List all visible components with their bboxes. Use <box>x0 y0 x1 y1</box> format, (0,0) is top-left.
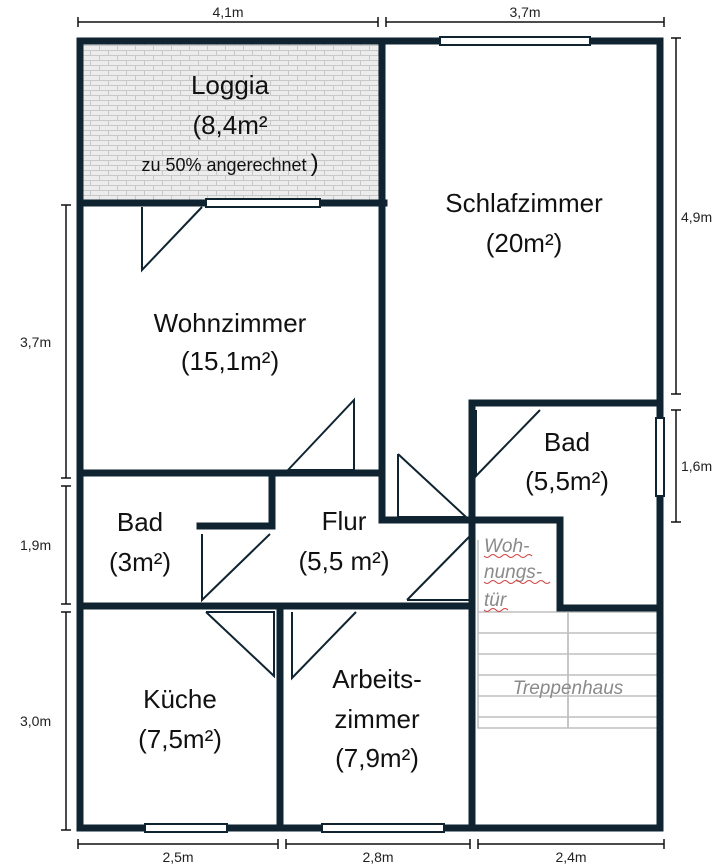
loggia-floor <box>80 41 380 203</box>
doors <box>141 206 541 681</box>
bad-right-area: (5,5m²) <box>525 466 609 496</box>
kueche-area: (7,5m²) <box>138 724 222 754</box>
dim-top-left: 4,1m <box>212 4 243 20</box>
door-bad-right <box>475 409 541 479</box>
dimension-lines <box>61 17 681 849</box>
wohnungstuer-line1: Woh- <box>484 536 529 557</box>
bad-left-name: Bad <box>117 507 163 537</box>
bad-left-area: (3m²) <box>109 547 171 577</box>
door-kueche <box>205 611 275 679</box>
door-schlafzimmer-flur <box>397 453 469 518</box>
arbeitszimmer-area: (7,9m²) <box>335 743 419 773</box>
door-wohnzimmer <box>287 397 355 471</box>
schlafzimmer-name: Schlafzimmer <box>445 188 603 218</box>
bad-right-name: Bad <box>544 427 590 457</box>
loggia-note: zu 50% angerechnet) <box>141 150 318 177</box>
wohnzimmer-area: (15,1m²) <box>181 346 279 376</box>
dim-right-lower: 1,6m <box>681 458 712 474</box>
door-loggia <box>141 206 203 273</box>
window-bad-right <box>655 417 665 497</box>
treppenhaus-label: Treppenhaus <box>513 678 624 699</box>
wohnungstuer-line3: tür <box>484 590 507 611</box>
arbeitszimmer-name-2: zimmer <box>334 704 420 734</box>
window-arbeitszimmer <box>321 823 445 833</box>
schlafzimmer-area: (20m²) <box>486 228 563 258</box>
dim-left-upper: 3,7m <box>20 334 51 350</box>
dim-left-lower: 3,0m <box>20 713 51 729</box>
dim-left-middle: 1,9m <box>20 537 51 553</box>
spellcheck-underline <box>483 554 551 612</box>
flur-area: (5,5 m²) <box>299 546 390 576</box>
loggia-area: (8,4m² <box>192 110 267 140</box>
window-wohnzimmer <box>205 198 321 208</box>
dim-bottom-left: 2,5m <box>162 849 193 865</box>
flur-name: Flur <box>322 506 367 536</box>
staircase <box>477 540 659 729</box>
wohnzimmer-name: Wohnzimmer <box>154 308 307 338</box>
dim-bottom-middle: 2,8m <box>362 849 393 865</box>
dim-bottom-right: 2,4m <box>555 849 586 865</box>
loggia-note-text: zu 50% angerechnet <box>141 155 306 175</box>
kueche-name: Küche <box>143 684 217 714</box>
wohnungstuer-line2: nungs- <box>484 562 542 583</box>
loggia-note-paren: ) <box>311 150 319 177</box>
arbeitszimmer-name-1: Arbeits- <box>332 664 422 694</box>
door-bad-left <box>201 533 271 603</box>
window-schlafzimmer <box>439 36 591 46</box>
windows <box>144 36 665 833</box>
dim-top-right: 3,7m <box>509 4 540 20</box>
dim-right-upper: 4,9m <box>681 209 712 225</box>
loggia-name: Loggia <box>191 70 270 100</box>
door-wohnungstuer <box>406 533 471 601</box>
door-arbeitszimmer <box>291 611 357 681</box>
window-kueche <box>144 823 228 833</box>
